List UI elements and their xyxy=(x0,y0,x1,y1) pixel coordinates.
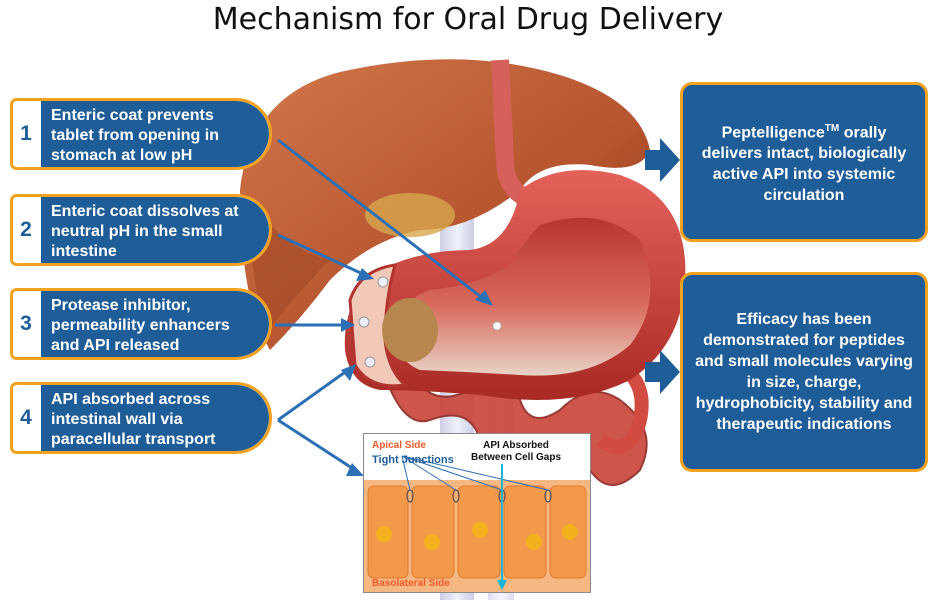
cell-nucleus xyxy=(562,524,578,540)
trademark: TM xyxy=(824,122,840,134)
step-number: 1 xyxy=(20,122,32,145)
stomach-inner xyxy=(395,217,651,376)
basolateral-side-label: Basolateral Side xyxy=(372,578,450,589)
step-number: 2 xyxy=(20,218,32,241)
junction-pointer xyxy=(401,455,503,491)
pointer-step2 xyxy=(277,233,366,277)
step-3: 3 Protease inhibitor, permeability enhan… xyxy=(10,288,272,360)
pointer-step1 xyxy=(277,138,486,302)
pointer-step4-a xyxy=(277,368,349,422)
step-text: Enteric coat dissolves at neutral pH in … xyxy=(41,197,269,263)
tablet xyxy=(377,276,389,288)
pancreas xyxy=(382,298,438,362)
cell-nucleus xyxy=(376,526,392,542)
right-arrow-icon xyxy=(645,350,680,394)
arrowhead-step2 xyxy=(356,268,374,281)
api-absorbed-label: API Absorbed Between Cell Gaps xyxy=(470,440,562,463)
tight-junctions-label: Tight Junctions xyxy=(372,454,454,466)
step-4: 4 API absorbed across intestinal wall vi… xyxy=(10,382,272,454)
page-title: Mechanism for Oral Drug Delivery xyxy=(212,2,724,37)
absorption-arrowhead xyxy=(497,580,507,590)
step-number: 3 xyxy=(20,312,32,335)
arrowhead-step4-a xyxy=(341,364,356,381)
junction-pointer xyxy=(401,455,549,491)
cell-layer xyxy=(364,455,590,592)
outcome-text: PeptelligenceTM orally delivers intact, … xyxy=(693,118,915,206)
step-1: 1 Enteric coat prevents tablet from open… xyxy=(10,98,272,170)
step-text: Protease inhibitor, permeability enhance… xyxy=(41,291,269,357)
outcome-box-delivery: PeptelligenceTM orally delivers intact, … xyxy=(680,82,928,242)
tablet xyxy=(358,316,370,328)
right-arrow-icon xyxy=(645,138,680,182)
cell-junction-inset: Apical Side Tight Junctions API Absorbed… xyxy=(363,433,591,593)
junction-pointer xyxy=(401,455,457,491)
step-text: Enteric coat prevents tablet from openin… xyxy=(41,101,269,167)
gallbladder xyxy=(365,193,455,237)
step-2: 2 Enteric coat dissolves at neutral pH i… xyxy=(10,194,272,266)
brand-name: Peptelligence xyxy=(721,124,825,142)
outcome-efficacy-text: Efficacy has been demonstrated for pepti… xyxy=(695,311,913,433)
pointer-step4-b xyxy=(277,418,356,472)
epithelial-cell xyxy=(411,485,455,579)
cell-nucleus xyxy=(472,522,488,538)
epithelial-cell xyxy=(503,485,547,579)
tablet xyxy=(492,321,502,331)
step-number: 4 xyxy=(20,406,32,429)
cell-nucleus xyxy=(424,534,440,550)
tablet xyxy=(364,356,376,368)
apical-side-label: Apical Side xyxy=(372,440,426,451)
outcome-delivery-text: orally delivers intact, biologically act… xyxy=(701,124,907,205)
arrowhead-step4-b xyxy=(346,463,364,476)
arrowhead-step1 xyxy=(475,290,493,306)
junction-pointer xyxy=(401,455,411,491)
step-text: API absorbed across intestinal wall via … xyxy=(41,385,269,451)
cell-nucleus xyxy=(526,534,542,550)
arrowhead-step3 xyxy=(341,318,355,332)
outcome-box-efficacy: Efficacy has been demonstrated for pepti… xyxy=(680,272,928,472)
